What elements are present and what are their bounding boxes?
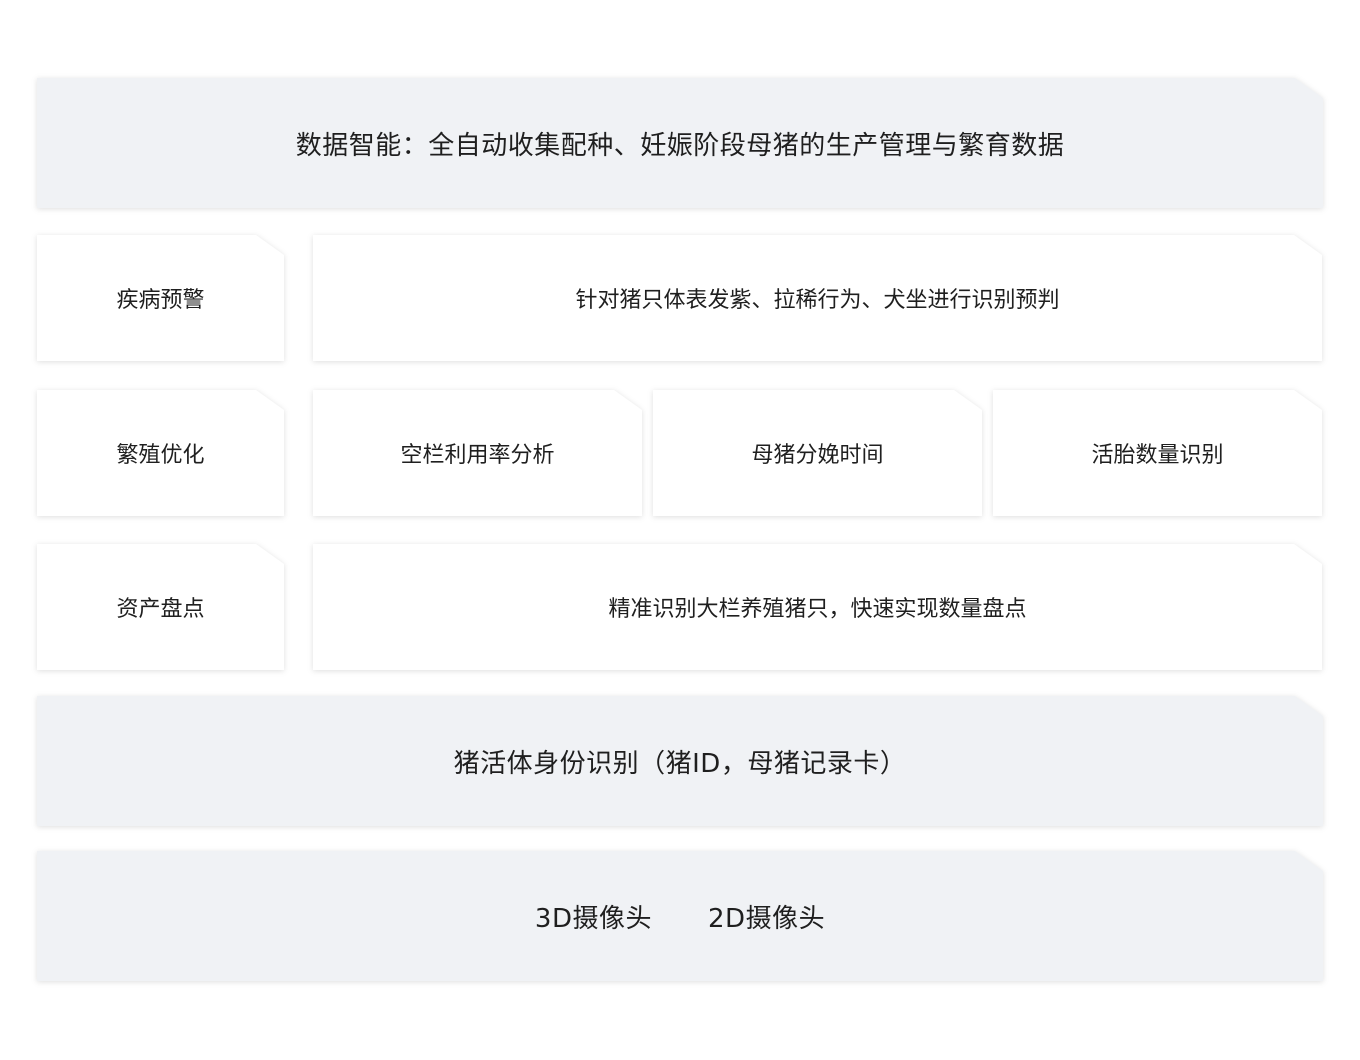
detail-label: 针对猪只体表发紫、拉稀行为、犬坐进行识别预判 [575,288,1060,313]
data-intelligence-label: 数据智能：全自动收集配种、妊娠阶段母猪的生产管理与繁育数据 [295,130,1065,161]
category-label: 繁殖优化 [116,443,205,468]
data-intelligence-layer: 数据智能：全自动收集配种、妊娠阶段母猪的生产管理与繁育数据 [37,78,1323,208]
camera-2d-label: 2D摄像头 [708,903,826,934]
asset-inventory-detail: 精准识别大栏养殖猪只，快速实现数量盘点 [313,544,1322,670]
category-breeding-optimization: 繁殖优化 [37,390,284,516]
detail-label: 精准识别大栏养殖猪只，快速实现数量盘点 [608,597,1027,622]
identity-recognition-layer: 猪活体身份识别（猪ID，母猪记录卡） [37,696,1323,826]
breeding-item-live-fetus-count: 活胎数量识别 [993,390,1322,516]
detail-label: 母猪分娩时间 [751,443,884,468]
camera-3d-label: 3D摄像头 [534,903,652,934]
category-label: 疾病预警 [116,288,205,313]
category-disease-warning: 疾病预警 [37,235,284,361]
breeding-item-farrowing-time: 母猪分娩时间 [653,390,982,516]
identity-recognition-label: 猪活体身份识别（猪ID，母猪记录卡） [453,748,907,779]
category-label: 资产盘点 [116,597,205,622]
category-asset-inventory: 资产盘点 [37,544,284,670]
breeding-item-pen-utilization: 空栏利用率分析 [313,390,642,516]
detail-label: 空栏利用率分析 [400,443,555,468]
detail-label: 活胎数量识别 [1091,443,1224,468]
disease-warning-detail: 针对猪只体表发紫、拉稀行为、犬坐进行识别预判 [313,235,1322,361]
hardware-layer: 3D摄像头 2D摄像头 [37,851,1323,981]
